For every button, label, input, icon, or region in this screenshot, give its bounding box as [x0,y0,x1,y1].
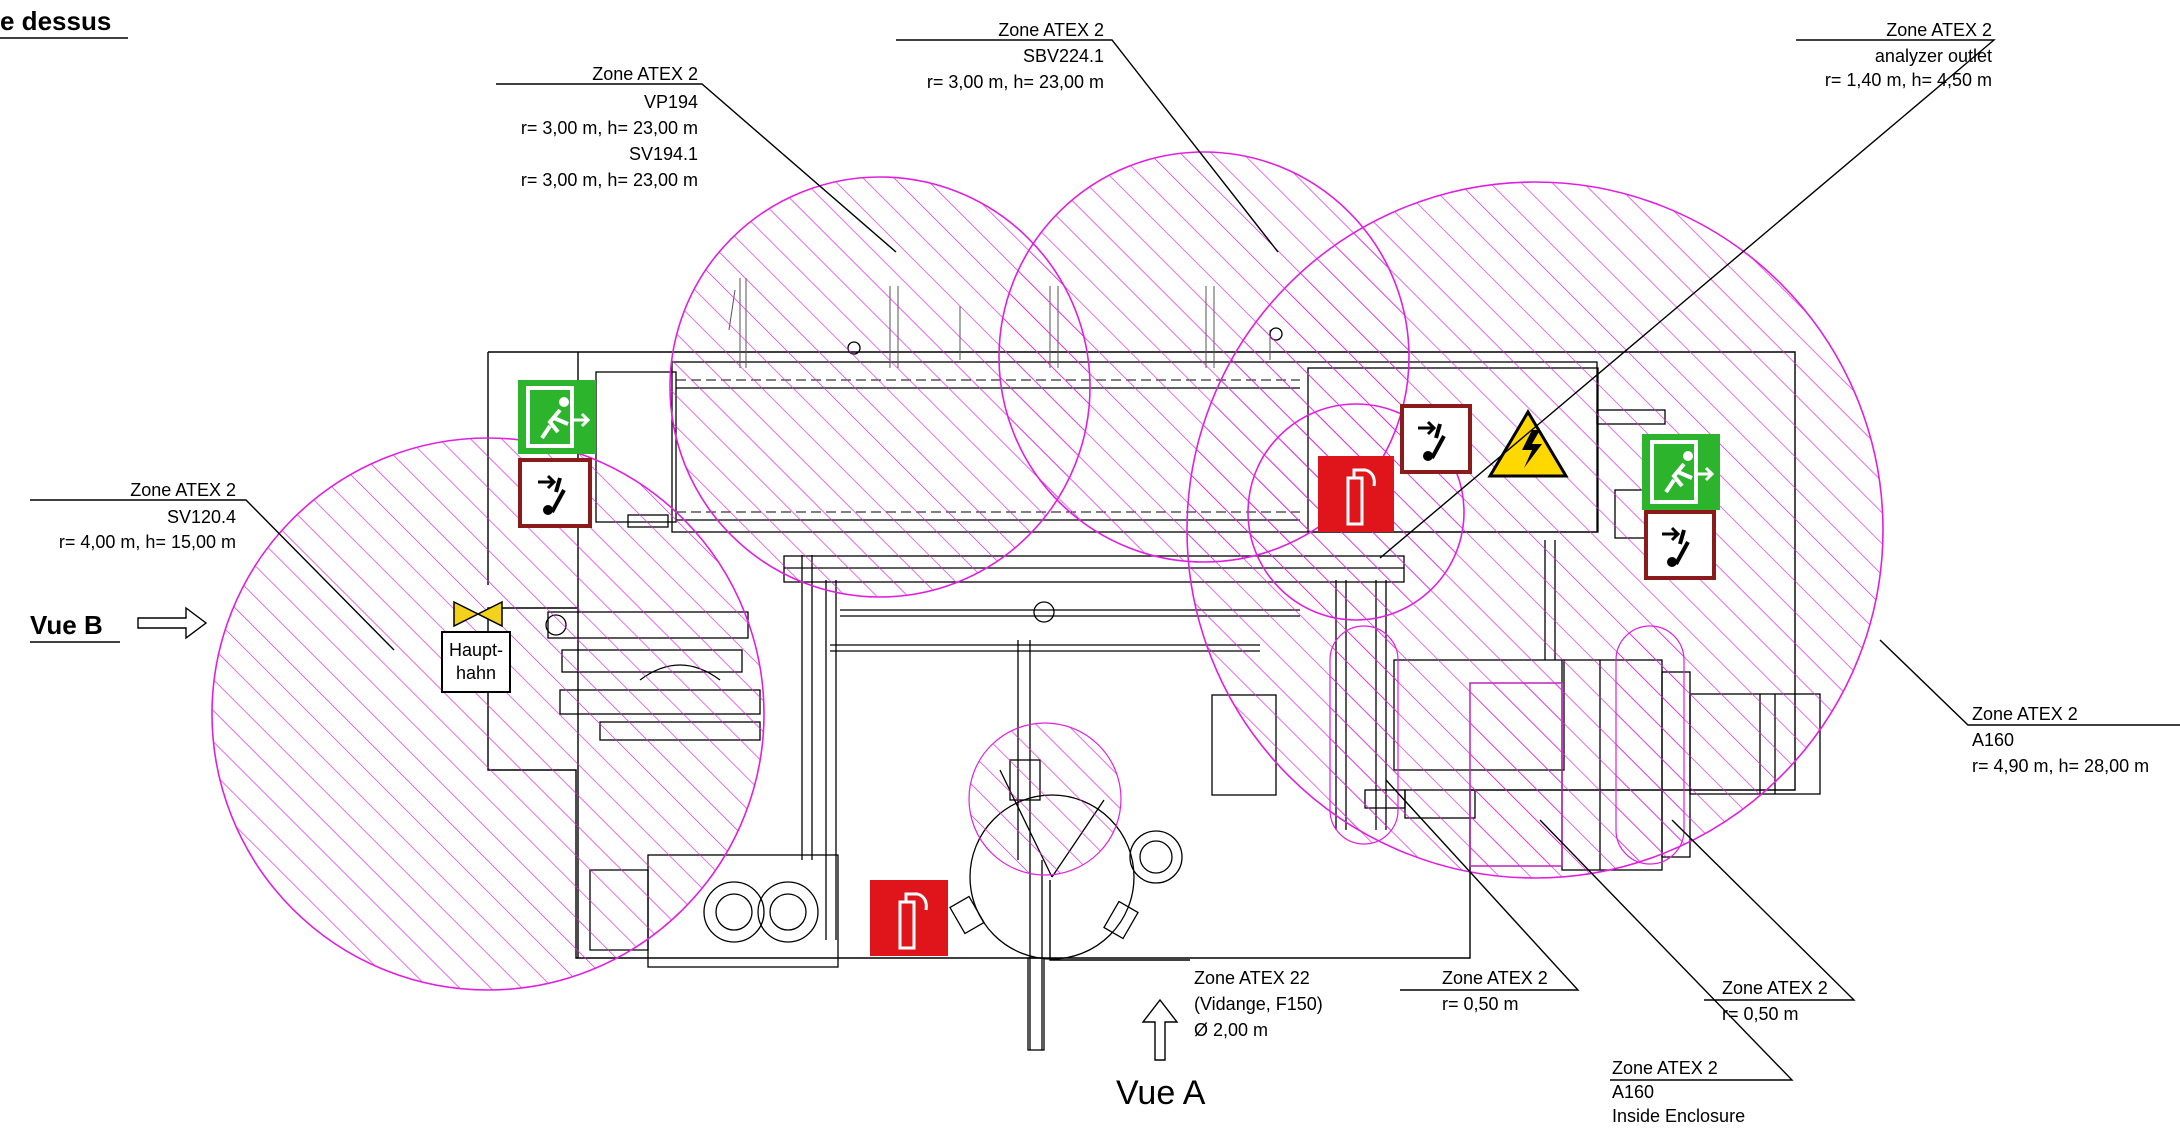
view-a-arrow-icon [1141,998,1179,1061]
svg-text:SBV224.1: SBV224.1 [1023,46,1104,66]
fire-extinguisher-sign-icon [1318,456,1394,532]
zone-label-vidange: Zone ATEX 22 (Vidange, F150) Ø 2,00 m [1194,968,1323,1040]
high-voltage-warning-sign-icon [1487,409,1569,478]
svg-text:r= 4,90 m, h= 28,00 m: r= 4,90 m, h= 28,00 m [1972,756,2149,776]
view-b-arrow-icon [137,606,208,640]
zone-label-analyzer: Zone ATEX 2 analyzer outlet r= 1,40 m, h… [1825,20,1992,90]
emergency-exit-sign-icon [1642,434,1720,510]
emergency-stop-sign-icon [1400,404,1472,474]
svg-text:A160: A160 [1612,1082,1654,1102]
svg-text:Zone ATEX 22: Zone ATEX 22 [1194,968,1310,988]
view-a-label: Vue A [1116,1074,1206,1112]
atex-zone-small-1 [1329,625,1399,845]
emergency-stop-sign-icon [1644,510,1716,580]
svg-text:r= 0,50 m: r= 0,50 m [1442,994,1519,1014]
zone-label-a160: Zone ATEX 2 A160 r= 4,90 m, h= 28,00 m [1972,704,2149,776]
zone-label-small-1: Zone ATEX 2 r= 0,50 m [1442,968,1548,1014]
emergency-exit-sign-icon [518,380,596,454]
svg-text:SV120.4: SV120.4 [167,507,236,527]
main-valve-label-2: hahn [456,663,496,683]
svg-text:Ø 2,00 m: Ø 2,00 m [1194,1020,1268,1040]
svg-text:A160: A160 [1972,730,2014,750]
emergency-stop-sign-icon [518,458,592,528]
svg-text:VP194: VP194 [644,92,698,112]
svg-text:SV194.1: SV194.1 [629,144,698,164]
atex-zone-enclosure [1469,682,1563,867]
svg-text:r= 3,00 m, h= 23,00 m: r= 3,00 m, h= 23,00 m [521,118,698,138]
svg-text:Zone ATEX 2: Zone ATEX 2 [130,480,236,500]
zone-label-vp194: Zone ATEX 2 VP194 r= 3,00 m, h= 23,00 m … [521,64,698,190]
zone-label-enclosure: Zone ATEX 2 A160 Inside Enclosure [1612,1058,1745,1126]
svg-text:r= 3,00 m, h= 23,00 m: r= 3,00 m, h= 23,00 m [521,170,698,190]
atex-zone-small-2 [1615,625,1685,865]
fire-extinguisher-sign-icon [870,880,948,956]
svg-text:r= 3,00 m, h= 23,00 m: r= 3,00 m, h= 23,00 m [927,72,1104,92]
view-b-label: Vue B [30,610,103,640]
svg-text:Zone ATEX 2: Zone ATEX 2 [1972,704,2078,724]
svg-text:Zone ATEX 2: Zone ATEX 2 [1612,1058,1718,1078]
main-valve-label-1: Haupt- [449,640,503,660]
leader-lines [30,39,2180,1081]
svg-text:Zone ATEX 2: Zone ATEX 2 [1722,978,1828,998]
svg-text:Zone ATEX 2: Zone ATEX 2 [1442,968,1548,988]
svg-text:Zone ATEX 2: Zone ATEX 2 [998,20,1104,40]
zone-label-small-2: Zone ATEX 2 r= 0,50 m [1722,978,1828,1024]
svg-text:Zone ATEX 2: Zone ATEX 2 [592,64,698,84]
svg-text:Inside Enclosure: Inside Enclosure [1612,1106,1745,1126]
svg-text:Zone ATEX 2: Zone ATEX 2 [1886,20,1992,40]
svg-text:r= 4,00 m, h= 15,00 m: r= 4,00 m, h= 15,00 m [59,532,236,552]
atex-zone-vidange [968,722,1122,876]
atex-zone-sv120 [211,437,765,991]
main-valve-icon [453,600,503,628]
svg-text:(Vidange, F150): (Vidange, F150) [1194,994,1323,1014]
zone-label-sbv224: Zone ATEX 2 SBV224.1 r= 3,00 m, h= 23,00… [927,20,1104,92]
atex-zones [211,151,1884,991]
svg-text:r= 1,40 m, h= 4,50 m: r= 1,40 m, h= 4,50 m [1825,70,1992,90]
zone-label-sv120: Zone ATEX 2 SV120.4 r= 4,00 m, h= 15,00 … [59,480,236,552]
section-title: e dessus [0,6,111,36]
main-valve-box [441,631,511,693]
svg-text:analyzer outlet: analyzer outlet [1875,46,1992,66]
svg-text:r= 0,50 m: r= 0,50 m [1722,1004,1799,1024]
